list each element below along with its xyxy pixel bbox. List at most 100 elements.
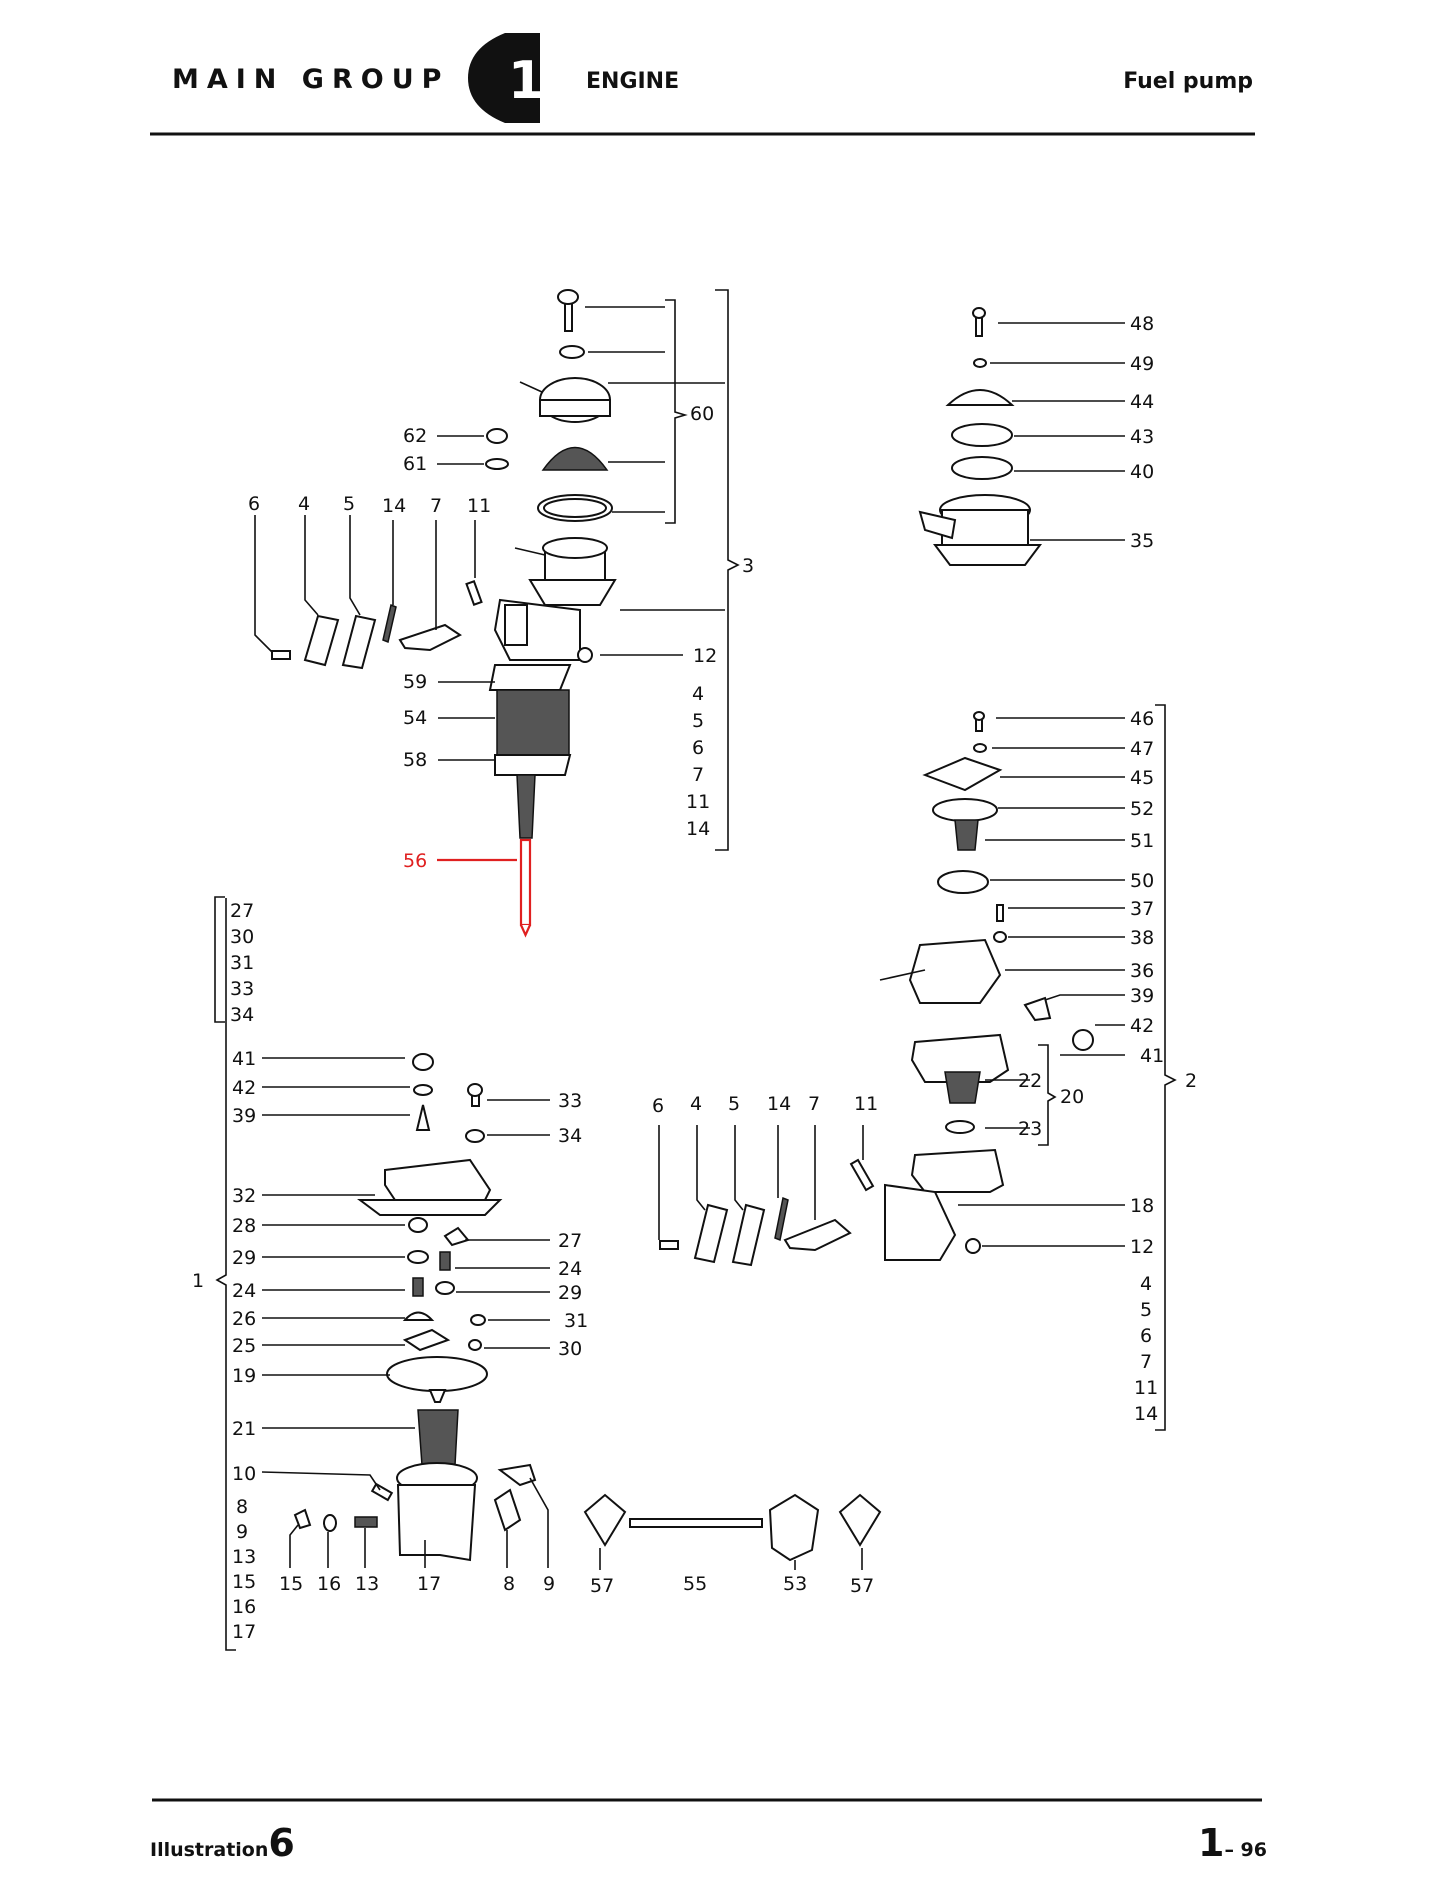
callout-5-top: 5: [692, 710, 704, 732]
callout-7-top: 7: [692, 764, 704, 786]
callout-24-left: 24: [232, 1280, 256, 1302]
callout-42-right: 42: [1130, 1015, 1154, 1037]
callout-lbl-17: 17: [232, 1621, 256, 1643]
callout-bottom-15: 15: [279, 1573, 303, 1595]
callout-20: 20: [1060, 1086, 1084, 1108]
callout-35: 35: [1130, 530, 1154, 552]
part-gasket-inner: [543, 498, 607, 518]
callout-42-left: 42: [232, 1077, 256, 1099]
callout-14-top: 14: [686, 818, 710, 840]
part-gasket-5: [341, 614, 377, 670]
callout-lb-31: 31: [230, 952, 254, 974]
callout-row1-6: 6: [248, 493, 260, 515]
group-number: 1: [508, 51, 544, 111]
callout-lbl-9: 9: [236, 1521, 248, 1543]
callout-bottom-9: 9: [543, 1573, 555, 1595]
callout-50: 50: [1130, 870, 1154, 892]
part-pin-11: [465, 580, 483, 606]
callout-29-left: 29: [232, 1247, 256, 1269]
callout-lbl-15: 15: [232, 1571, 256, 1593]
callout-12-right: 12: [1130, 1236, 1154, 1258]
top-assembly: [271, 289, 617, 938]
callout-row2-5: 5: [728, 1093, 740, 1115]
callout-41-right: 41: [1140, 1045, 1164, 1067]
callout-38: 38: [1130, 927, 1154, 949]
callout-46: 46: [1130, 708, 1154, 730]
callout-60: 60: [690, 403, 714, 425]
callout-row1-7: 7: [430, 495, 442, 517]
callout-54: 54: [403, 707, 427, 729]
callout-28: 28: [232, 1215, 256, 1237]
part-body-54: [496, 689, 570, 756]
callout-row2-4: 4: [690, 1093, 702, 1115]
right-top-assembly: [918, 307, 1042, 566]
callout-49: 49: [1130, 353, 1154, 375]
callout-58: 58: [403, 749, 427, 771]
callout-lb-33: 33: [230, 978, 254, 1000]
callout-32: 32: [232, 1185, 256, 1207]
callout-29-right: 29: [558, 1282, 582, 1304]
section-title: ENGINE: [586, 69, 680, 94]
callout-40: 40: [1130, 461, 1154, 483]
part-gasket-57a: [583, 1493, 627, 1547]
callout-2: 2: [1185, 1070, 1197, 1092]
part-gasket-59: [488, 664, 572, 691]
callout-3: 3: [742, 555, 754, 577]
callout-48: 48: [1130, 313, 1154, 335]
callout-11-top: 11: [686, 791, 710, 813]
part-shaft-55: [629, 1518, 763, 1528]
callout-41-left: 41: [232, 1048, 256, 1070]
callout-bottom-8: 8: [503, 1573, 515, 1595]
callout-4-top: 4: [692, 683, 704, 705]
illustration-number: 6: [268, 1821, 295, 1865]
callout-lb-27: 27: [230, 900, 254, 922]
main-group-title: MAIN GROUP: [172, 64, 450, 95]
callout-10: 10: [232, 1463, 256, 1485]
callout-row1-5: 5: [343, 493, 355, 515]
callout-row1-14: 14: [382, 495, 406, 517]
callout-labels: 62 61 60 3 12 4 5 6 7 11 14 59 54 58 56 …: [192, 313, 1197, 1643]
callout-5-right: 5: [1140, 1299, 1152, 1321]
callout-row2-6: 6: [652, 1095, 664, 1117]
callout-51: 51: [1130, 830, 1154, 852]
page-number: 1– 96: [1198, 1821, 1267, 1865]
page-number-main: 1: [1197, 1821, 1225, 1865]
callout-row2-7: 7: [808, 1093, 820, 1115]
callout-39-right: 39: [1130, 985, 1154, 1007]
callout-62: 62: [403, 425, 427, 447]
callout-bottom-57a: 57: [590, 1575, 614, 1597]
part-spring-14: [382, 603, 397, 644]
callout-bottom-17: 17: [417, 1573, 441, 1595]
callout-34-left: 34: [558, 1125, 582, 1147]
group-number-badge: [468, 33, 540, 123]
callout-1: 1: [192, 1270, 204, 1292]
callout-43: 43: [1130, 426, 1154, 448]
part-nut-12: [577, 647, 593, 663]
callout-lbl-16: 16: [232, 1596, 256, 1618]
callout-27-left: 27: [558, 1230, 582, 1252]
callout-24-right: 24: [558, 1258, 582, 1280]
callout-6-top: 6: [692, 737, 704, 759]
callout-7-right: 7: [1140, 1351, 1152, 1373]
part-filter: [541, 446, 609, 471]
callout-12-top: 12: [693, 645, 717, 667]
callout-33-left: 33: [558, 1090, 582, 1112]
part-rocker-7: [398, 623, 462, 652]
callout-30-left: 30: [558, 1338, 582, 1360]
callout-bottom-16: 16: [317, 1573, 341, 1595]
part-spring: [516, 774, 536, 839]
callout-19: 19: [232, 1365, 256, 1387]
part-screw-head: [557, 289, 579, 305]
callout-23: 23: [1018, 1118, 1042, 1140]
callout-row2-14: 14: [767, 1093, 791, 1115]
page-number-suffix: – 96: [1224, 1839, 1267, 1861]
part-pushrod-56: [519, 838, 532, 927]
part-flange-53: [768, 1493, 820, 1562]
callout-31-left: 31: [564, 1310, 588, 1332]
part-washer: [559, 345, 585, 359]
illustration-label: Illustration6: [150, 1821, 295, 1865]
callout-lbl-13: 13: [232, 1546, 256, 1568]
callout-6-right: 6: [1140, 1325, 1152, 1347]
